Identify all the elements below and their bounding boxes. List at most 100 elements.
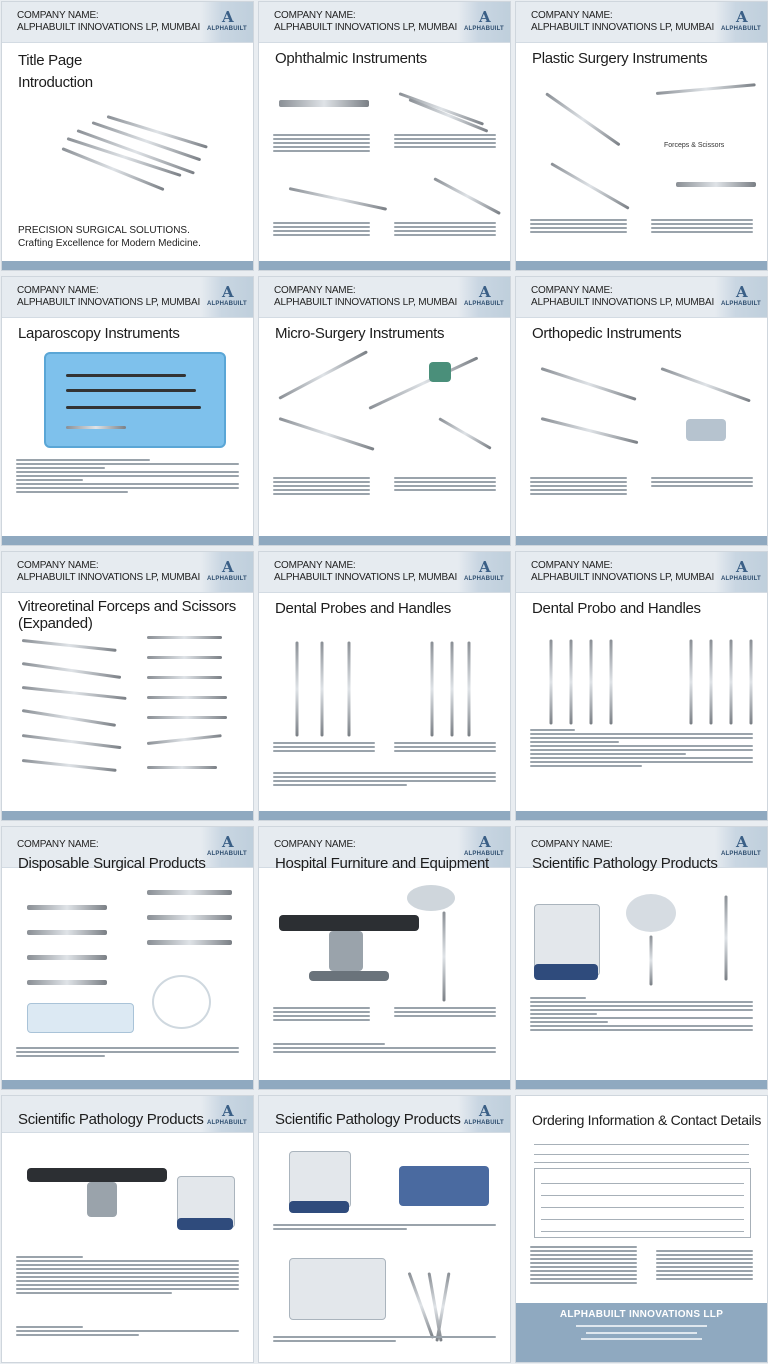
company-name: ALPHABUILT INNOVATIONS LP, MUMBAI, INDIA xyxy=(17,297,231,308)
card-footer-band xyxy=(516,536,767,545)
text-block xyxy=(394,740,496,754)
card-footer-band xyxy=(2,536,253,545)
pathology-equipment-image xyxy=(526,889,757,999)
company-label: COMPANY NAME: xyxy=(17,839,99,850)
page-card-dental-probes[interactable]: COMPANY NAME:ALPHABUILT INNOVATIONS LP, … xyxy=(259,552,510,820)
logo-word: ALPHABUILT xyxy=(207,1120,247,1126)
card-footer-band xyxy=(259,811,510,820)
ophthalmic-instruments-image xyxy=(269,82,501,232)
page-card-orthopedic[interactable]: COMPANY NAME:ALPHABUILT INNOVATIONS LP, … xyxy=(516,277,767,545)
text-block xyxy=(651,217,753,235)
page-card-ophthalmic[interactable]: COMPANY NAME:ALPHABUILT INNOVATIONS LP, … xyxy=(259,2,510,270)
company-label: COMPANY NAME: xyxy=(531,560,613,571)
card-footer-band xyxy=(2,811,253,820)
logo-word: ALPHABUILT xyxy=(464,576,504,582)
company-label: COMPANY NAME: xyxy=(274,560,356,571)
logo-word: ALPHABUILT xyxy=(464,851,504,857)
card-footer-band xyxy=(516,811,767,820)
page-title: Scientific Pathology Products xyxy=(275,1111,461,1128)
page-card-vitreoretinal[interactable]: COMPANY NAME:ALPHABUILT INNOVATIONS LP, … xyxy=(2,552,253,820)
form-field[interactable] xyxy=(534,1148,749,1155)
logo-mark-icon: A xyxy=(479,1102,491,1120)
card-footer-band xyxy=(259,1080,510,1089)
distributor-list xyxy=(656,1248,753,1282)
logo-mark-icon: A xyxy=(736,283,748,301)
logo-mark-icon: A xyxy=(222,558,234,576)
page-card-dental-probo[interactable]: COMPANY NAME:ALPHABUILT INNOVATIONS LP, … xyxy=(516,552,767,820)
text-block xyxy=(394,1005,496,1019)
page-title: Dental Probes and Handles xyxy=(275,600,451,617)
text-block xyxy=(273,1041,496,1055)
company-name: ALPHABUILT INNOVATIONS LP, MUMBAI, INDIA xyxy=(274,297,488,308)
disposable-products-image xyxy=(12,885,243,1035)
card-footer-band xyxy=(259,536,510,545)
page-title: Laparoscopy Instruments xyxy=(18,325,180,342)
form-field[interactable] xyxy=(534,1156,749,1163)
card-footer-band xyxy=(259,261,510,270)
title-line: Introduction xyxy=(18,74,93,91)
tagline-line: PRECISION SURGICAL SOLUTIONS. xyxy=(18,225,190,236)
page-title: Orthopedic Instruments xyxy=(532,325,682,342)
text-block xyxy=(530,995,753,1033)
logo-word: ALPHABUILT xyxy=(207,26,247,32)
text-block xyxy=(273,1334,496,1344)
page-card-micro-surgery[interactable]: COMPANY NAME:ALPHABUILT INNOVATIONS LP, … xyxy=(259,277,510,545)
company-name: ALPHABUILT INNOVATIONS LP, MUMBAI, INDIA xyxy=(274,572,488,583)
logo-word: ALPHABUILT xyxy=(207,301,247,307)
title-line: (Expanded) xyxy=(18,615,93,632)
page-card-ordering[interactable]: Ordering Information & Contact Details A… xyxy=(516,1096,767,1362)
company-name: ALPHABUILT INNOVATIONS LP, MUMBAI, INDIA xyxy=(17,22,231,33)
company-name: ALPHABUILT INNOVATIONS LP, MUMBAI, INDIA xyxy=(17,572,231,583)
company-label: COMPANY NAME: xyxy=(531,10,613,21)
company-label: COMPANY NAME: xyxy=(531,285,613,296)
text-block xyxy=(530,217,627,235)
page-card-laparoscopy[interactable]: COMPANY NAME:ALPHABUILT INNOVATIONS LP, … xyxy=(2,277,253,545)
logo-word: ALPHABUILT xyxy=(721,301,761,307)
forceps-scissors-image xyxy=(12,634,243,794)
title-line: Title Page xyxy=(18,52,82,69)
tagline-line: Crafting Excellence for Modern Medicine. xyxy=(18,238,201,249)
page-card-plastic-surgery[interactable]: COMPANY NAME:ALPHABUILT INNOVATIONS LP, … xyxy=(516,2,767,270)
logo-mark-icon: A xyxy=(736,8,748,26)
company-name: ALPHABUILT INNOVATIONS LP, MUMBAI, INDIA xyxy=(531,297,745,308)
logo-mark-icon: A xyxy=(479,8,491,26)
logo-mark-icon: A xyxy=(222,1102,234,1120)
logo-word: ALPHABUILT xyxy=(721,851,761,857)
company-label: COMPANY NAME: xyxy=(274,285,356,296)
text-block xyxy=(273,475,370,497)
logo-word: ALPHABUILT xyxy=(721,26,761,32)
page-title: Scientific Pathology Products xyxy=(532,855,718,872)
title-line: Vitreoretinal Forceps and Scissors xyxy=(18,598,236,615)
logo-word: ALPHABUILT xyxy=(464,1120,504,1126)
form-field[interactable] xyxy=(534,1138,749,1145)
company-label: COMPANY NAME: xyxy=(17,10,99,21)
page-title: Disposable Surgical Products xyxy=(18,855,206,872)
page-title: Ophthalmic Instruments xyxy=(275,50,427,67)
company-label: COMPANY NAME: xyxy=(531,839,613,850)
tagline: PRECISION SURGICAL SOLUTIONS. Crafting Ex… xyxy=(18,224,201,250)
logo-mark-icon: A xyxy=(222,8,234,26)
card-header: COMPANY NAME:ALPHABUILT INNOVATIONS LP, … xyxy=(2,552,253,593)
company-label: COMPANY NAME: xyxy=(17,560,99,571)
page-title: Plastic Surgery Instruments xyxy=(532,50,708,67)
logo-word: ALPHABUILT xyxy=(464,301,504,307)
page-card-title[interactable]: COMPANY NAME:ALPHABUILT INNOVATIONS LP, … xyxy=(2,2,253,270)
company-name: ALPHABUILT INNOVATIONS LP, MUMBAI, INDIA xyxy=(274,22,488,33)
orthopedic-instruments-image xyxy=(526,357,757,467)
instrument-tray-image xyxy=(44,352,226,448)
